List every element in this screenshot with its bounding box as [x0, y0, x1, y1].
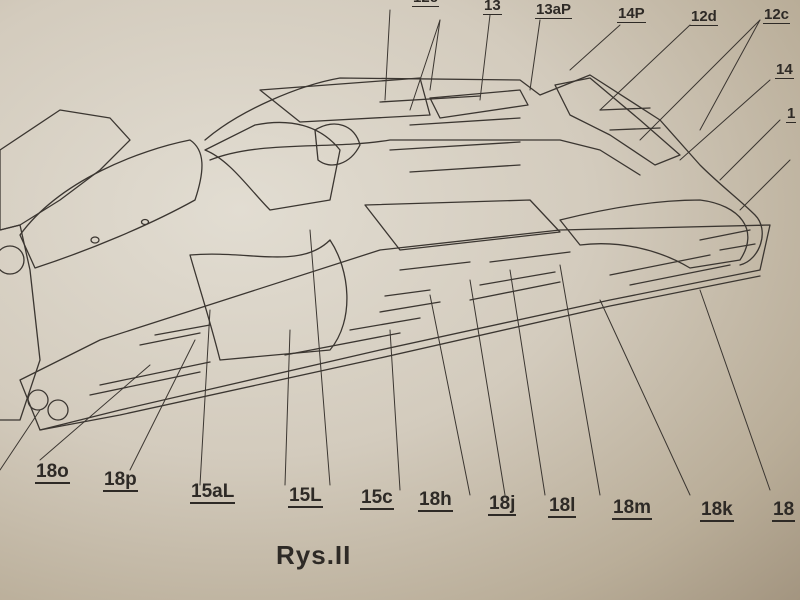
label-15L: 15L — [288, 485, 323, 508]
label-12c: 12c — [763, 6, 791, 24]
leader-lines-bottom — [0, 229, 771, 496]
label-18o: 18o — [35, 461, 70, 484]
label-13: 13 — [483, 0, 502, 15]
track-guard — [19, 224, 771, 431]
label-14: 14 — [775, 61, 794, 79]
label-18k: 18k — [700, 499, 734, 522]
label-18m: 18m — [612, 497, 653, 520]
figure-caption: Rys.II — [276, 540, 352, 570]
turret-block — [259, 77, 431, 123]
hatch — [429, 89, 529, 119]
hole — [140, 218, 150, 226]
left-box — [0, 109, 131, 231]
label-18h: 18h — [418, 489, 453, 512]
label-14P: 14P — [617, 5, 646, 23]
track-guard-edge — [39, 275, 761, 431]
upper-hull — [204, 74, 763, 266]
label-15aL: 15aL — [190, 481, 236, 504]
fender-right — [559, 199, 749, 269]
hole — [90, 236, 100, 244]
label-18j: 18j — [488, 493, 517, 516]
label-1: 1 — [786, 105, 797, 123]
label-13aP: 13aP — [535, 1, 573, 19]
label-15c: 15c — [360, 487, 394, 510]
label-18p: 18p — [103, 469, 138, 492]
fender-left — [189, 239, 348, 361]
raised-block — [554, 77, 681, 166]
wheel — [47, 399, 69, 421]
label-12e: 12e — [412, 0, 440, 7]
label-18: 18 — [772, 499, 796, 522]
left-box-side — [0, 224, 41, 421]
upper-deck — [209, 139, 641, 176]
leader-lines-top — [384, 9, 791, 211]
cabin — [204, 121, 341, 211]
wheel — [0, 245, 25, 275]
label-12d: 12d — [690, 8, 718, 26]
center-panel — [364, 199, 561, 251]
oval-housing — [314, 123, 361, 166]
vent-slots — [89, 95, 756, 396]
label-18l: 18l — [548, 495, 577, 518]
rear-plate — [19, 139, 203, 269]
